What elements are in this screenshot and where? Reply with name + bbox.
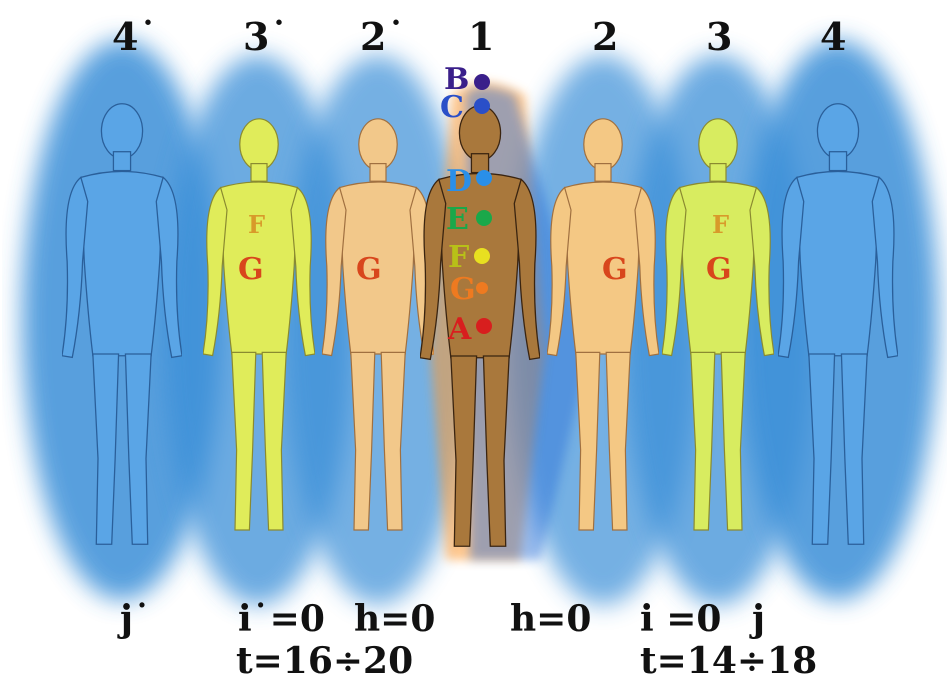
top-label-4-right: 4 [820, 14, 846, 59]
bottom-label-h-left: h=0 [354, 598, 435, 640]
chakra-dot-f [474, 248, 490, 264]
top-label-1: 1 [468, 14, 494, 59]
bottom-label-j: j [752, 598, 765, 640]
top-label-4-left: 4˙ [112, 14, 157, 59]
bottom-label-i-star: i˙=0 [238, 598, 325, 640]
body-letter-f-left: F [248, 210, 265, 239]
top-label-3-left: 3˙ [243, 14, 288, 59]
chakra-dot-a [476, 318, 492, 334]
center-letter-e: E [446, 202, 469, 237]
top-label-3-right: 3 [706, 14, 732, 59]
top-label-2-left: 2˙ [360, 14, 405, 59]
t-range-left: t=16÷20 [236, 640, 413, 682]
chakra-dot-g [476, 282, 488, 294]
chakra-dot-e [476, 210, 492, 226]
bottom-label-i: i =0 [640, 598, 721, 640]
chakra-dot-b [474, 74, 490, 90]
center-letter-f: F [448, 240, 469, 275]
body-letter-g-2-left: G [356, 252, 382, 287]
center-letter-a: A [448, 312, 471, 347]
chakra-dot-d [476, 170, 492, 186]
body-letter-g-3-right: G [706, 252, 732, 287]
chakra-dot-c [474, 98, 490, 114]
body-letter-f-right: F [712, 210, 729, 239]
body-letter-g-3-left: G [238, 252, 264, 287]
center-letter-g: G [450, 272, 476, 307]
t-range-right: t=14÷18 [640, 640, 817, 682]
bottom-label-h-right: h=0 [510, 598, 591, 640]
center-letter-d: D [446, 164, 472, 199]
bottom-label-j-star: j˙ [120, 598, 151, 640]
body-letter-g-2-right: G [602, 252, 628, 287]
center-letter-c: C [440, 90, 464, 125]
top-label-2-right: 2 [592, 14, 618, 59]
